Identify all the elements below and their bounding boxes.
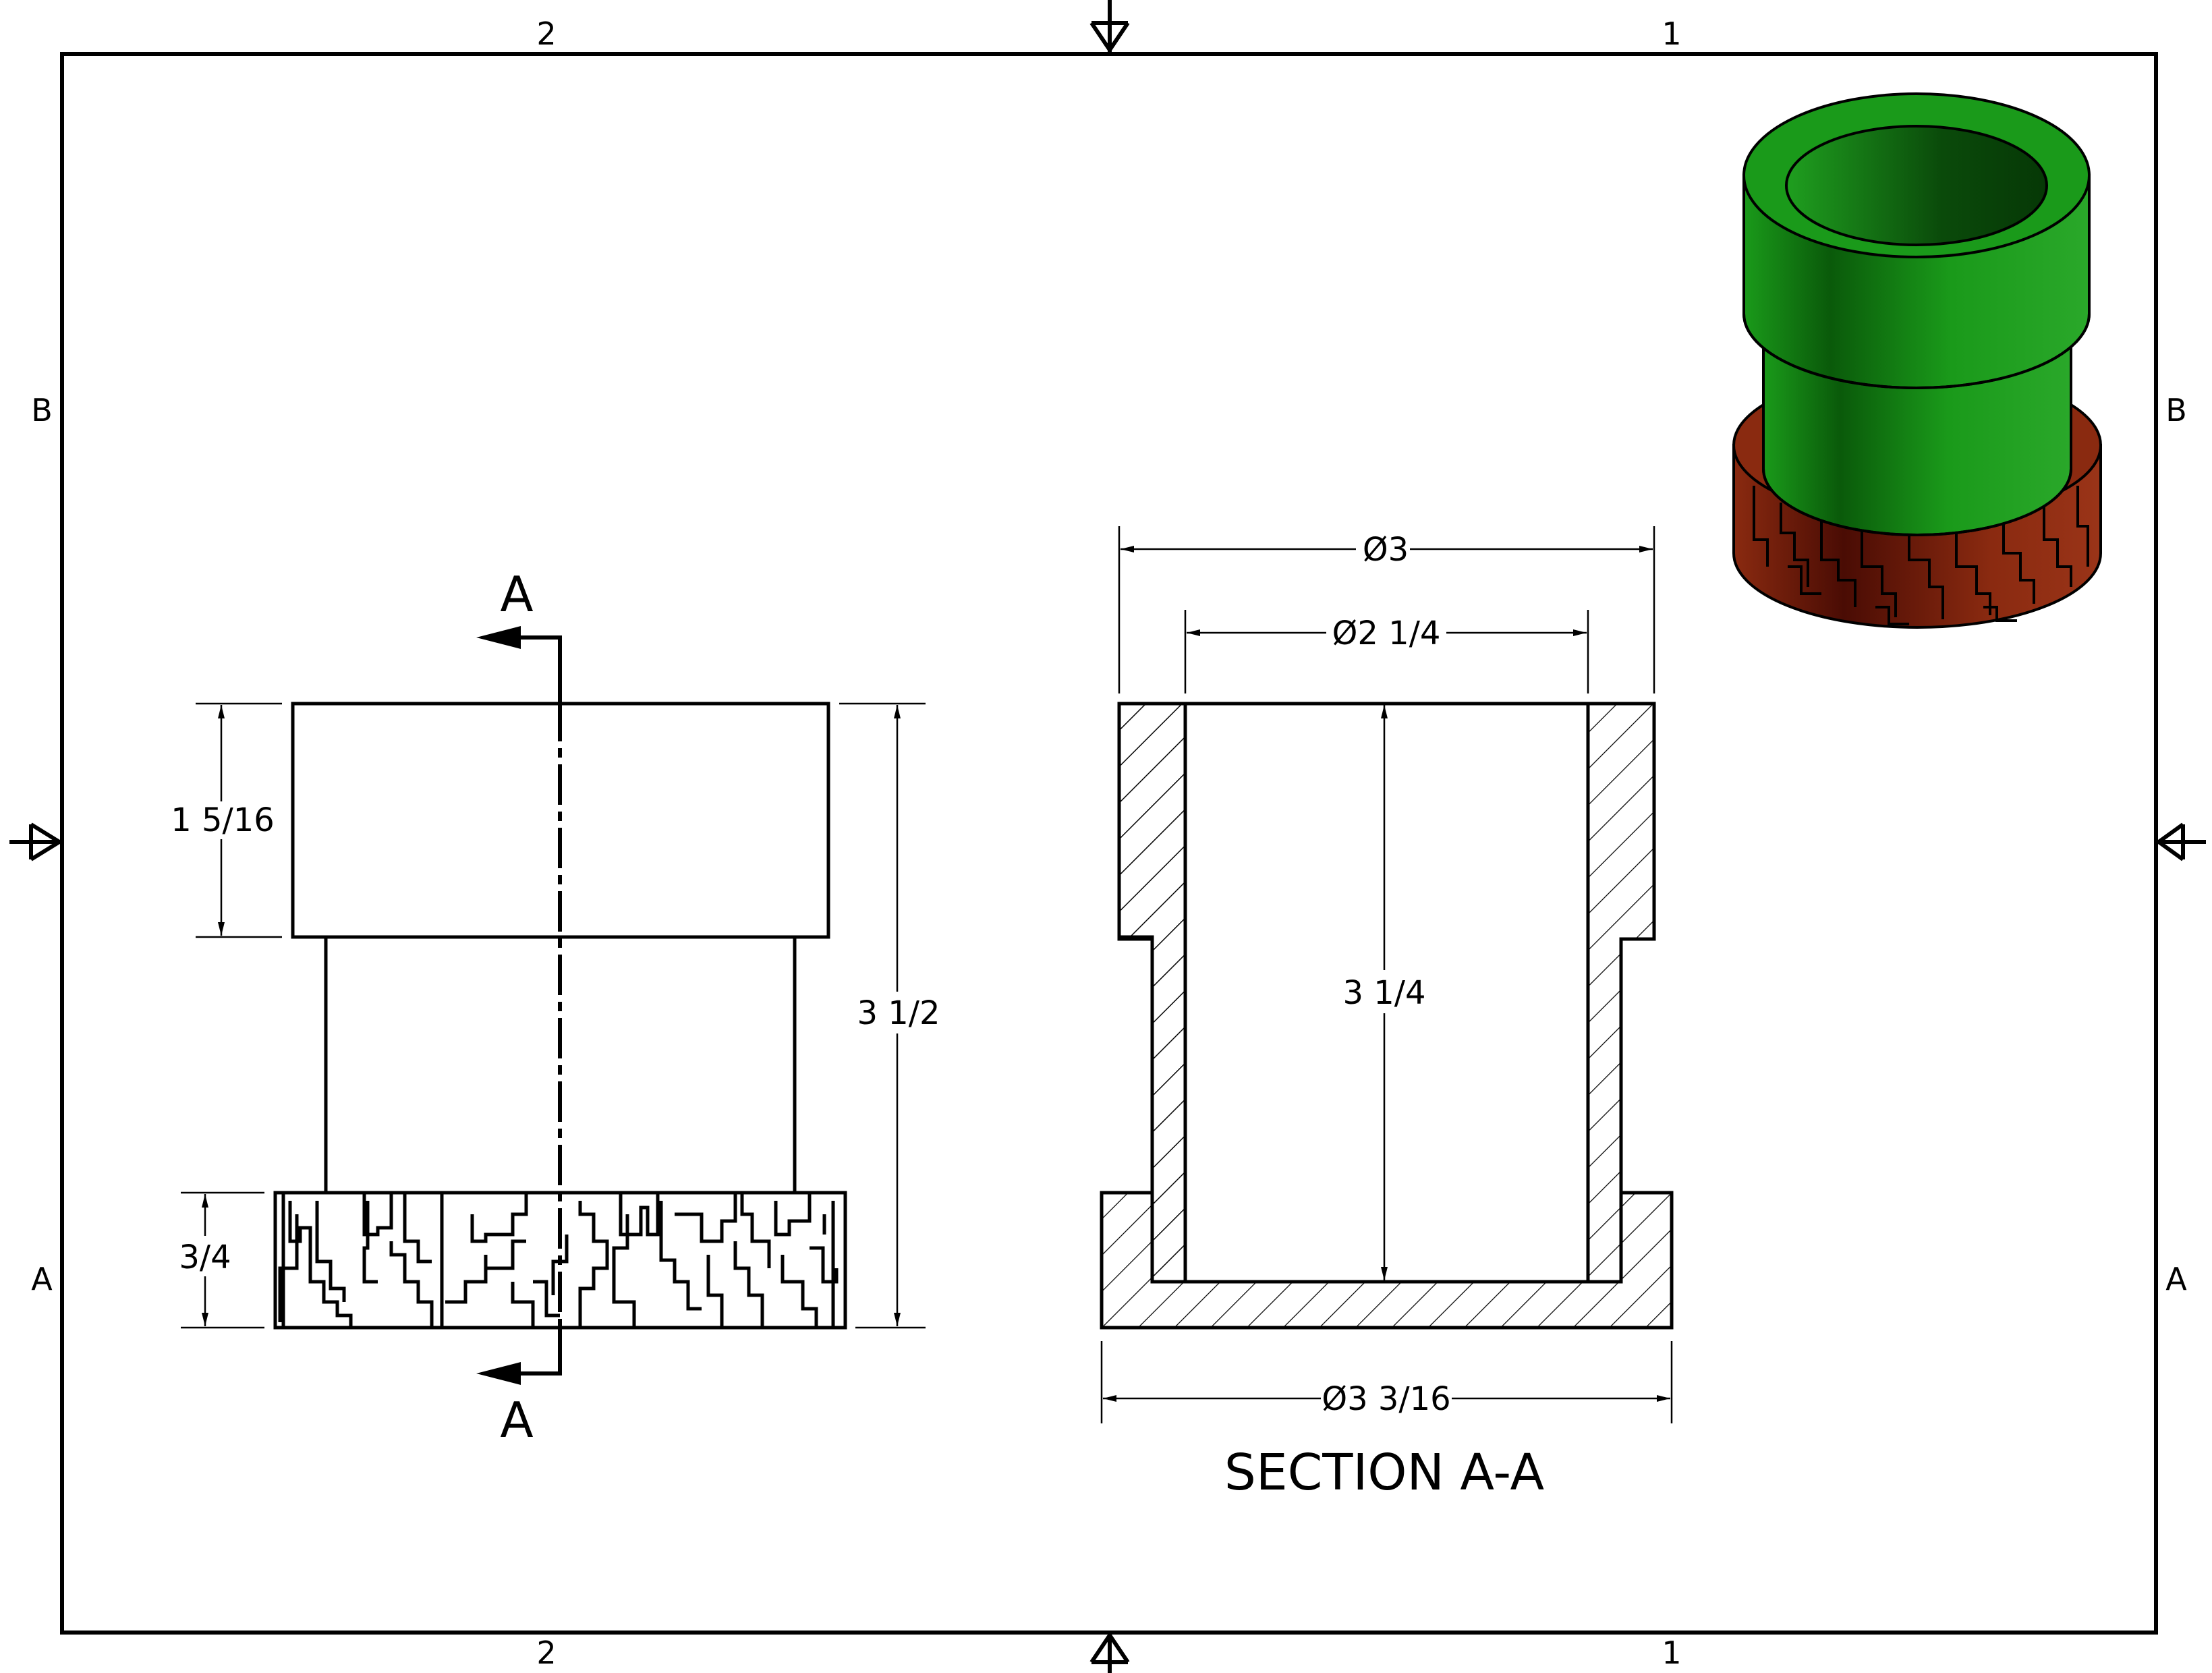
zone-label-left-b: B xyxy=(31,392,53,428)
dim-base-height-label: 3/4 xyxy=(179,1239,231,1276)
centering-mark-bottom xyxy=(1089,1631,1130,1673)
dim-inner-diameter: Ø2 1/4 xyxy=(1184,610,1589,693)
section-view: Ø3 Ø2 1/4 3 1/4 Ø3 3/16 SECTION A-A xyxy=(1100,526,1674,1502)
zone-label-right-b: B xyxy=(2165,392,2187,428)
centering-mark-right xyxy=(2155,822,2206,861)
dim-base-diameter: Ø3 3/16 xyxy=(1100,1341,1673,1423)
section-letter-top: A xyxy=(500,566,533,623)
zone-label-left-a: A xyxy=(31,1261,53,1297)
iso-view xyxy=(1732,92,2102,629)
dim-bore-depth: 3 1/4 xyxy=(1342,705,1426,1280)
section-bore xyxy=(1183,702,1590,1284)
centering-mark-left xyxy=(9,822,63,861)
dim-bore-depth-label: 3 1/4 xyxy=(1342,974,1425,1012)
zone-label-top-1: 1 xyxy=(1662,16,1681,52)
zone-label-top-2: 2 xyxy=(536,16,556,52)
dim-inner-diameter-label: Ø2 1/4 xyxy=(1332,615,1441,652)
front-view: A A 1 5/16 3/4 3 1/2 xyxy=(171,566,940,1448)
section-base xyxy=(1100,1191,1674,1330)
dim-collar-height: 1 5/16 xyxy=(171,702,282,938)
zone-label-bottom-1: 1 xyxy=(1662,1635,1681,1671)
section-arrow-top xyxy=(476,626,562,702)
dim-base-diameter-label: Ø3 3/16 xyxy=(1322,1380,1450,1418)
dim-outer-diameter-label: Ø3 xyxy=(1363,531,1409,569)
dim-collar-height-label: 1 5/16 xyxy=(171,801,275,839)
dim-total-height: 3 1/2 xyxy=(839,702,940,1329)
centering-mark-top xyxy=(1089,0,1130,54)
section-arrow-bottom xyxy=(476,1328,562,1385)
section-letter-bottom: A xyxy=(500,1392,533,1448)
zone-label-right-a: A xyxy=(2165,1261,2187,1297)
zone-label-bottom-2: 2 xyxy=(536,1635,556,1671)
dim-base-height: 3/4 xyxy=(179,1191,264,1329)
dim-outer-diameter: Ø3 xyxy=(1118,526,1655,693)
section-view-title: SECTION A-A xyxy=(1224,1444,1545,1502)
iso-bore xyxy=(1785,125,2048,246)
dim-total-height-label: 3 1/2 xyxy=(857,994,940,1032)
